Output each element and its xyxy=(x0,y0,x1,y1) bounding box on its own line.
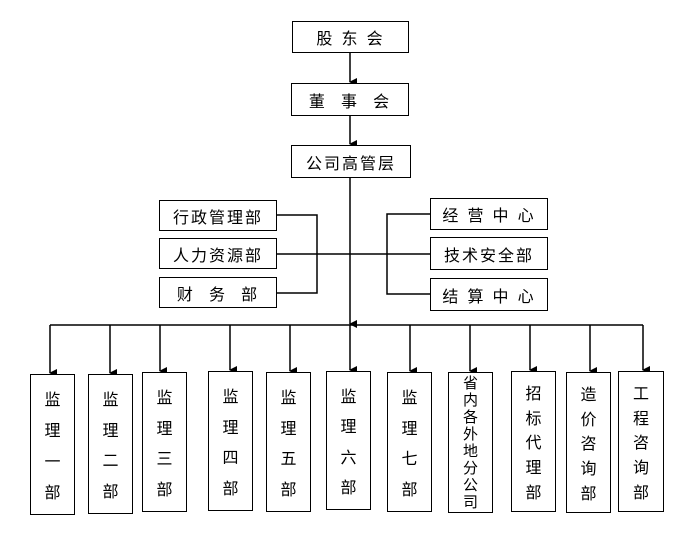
label-char: 理 xyxy=(525,458,542,478)
label-char: 部 xyxy=(44,482,61,502)
box-settlement-center: 结 算 中 心 xyxy=(430,278,548,311)
label-char: 六 xyxy=(340,447,357,467)
label-management: 公司高管层 xyxy=(305,153,396,173)
label-char: 咨 xyxy=(632,433,649,453)
label-char: 部 xyxy=(156,479,173,499)
label-char: 各 xyxy=(462,407,478,426)
label-shareholders: 股 东 会 xyxy=(316,29,385,48)
label-char: 理 xyxy=(156,418,173,438)
label-char: 理 xyxy=(102,420,119,440)
box-tech-safety: 技术安全部 xyxy=(430,237,548,270)
label-char: 理 xyxy=(280,418,297,438)
label-char: 监 xyxy=(222,387,239,407)
label-char: 司 xyxy=(462,492,478,511)
label-char: 询 xyxy=(632,458,649,478)
label-tech-safety: 技术安全部 xyxy=(443,245,534,265)
label-char: 内 xyxy=(462,390,478,409)
label-char: 分 xyxy=(462,458,478,477)
box-cost-consulting: 造价咨询部 xyxy=(566,372,611,513)
label-char: 理 xyxy=(222,417,239,437)
label-char: 省 xyxy=(462,373,478,392)
label-char: 七 xyxy=(401,449,418,469)
label-char: 部 xyxy=(222,478,239,498)
label-char: 部 xyxy=(580,483,597,503)
box-bidding-agency: 招标代理部 xyxy=(511,371,556,512)
label-char: 部 xyxy=(280,479,297,499)
label-settlement-center: 结 算 中 心 xyxy=(442,286,536,306)
label-char: 造 xyxy=(580,385,597,405)
label-char: 公 xyxy=(462,475,478,494)
box-supervision-5: 监理五部 xyxy=(266,372,311,512)
label-char: 监 xyxy=(280,388,297,408)
label-char: 监 xyxy=(44,390,61,410)
label-char: 外 xyxy=(462,424,478,443)
label-char: 监 xyxy=(401,388,418,408)
label-char: 理 xyxy=(340,417,357,437)
label-char: 监 xyxy=(340,387,357,407)
label-char: 地 xyxy=(462,441,478,460)
label-char: 四 xyxy=(222,448,239,468)
box-admin: 行政管理部 xyxy=(159,200,277,231)
box-supervision-1: 监理一部 xyxy=(30,374,75,515)
box-supervision-3: 监理三部 xyxy=(142,372,187,512)
label-hr: 人力资源部 xyxy=(172,245,263,265)
box-supervision-4: 监理四部 xyxy=(208,371,253,511)
label-char: 招 xyxy=(525,384,542,404)
label-char: 价 xyxy=(580,409,597,429)
label-char: 代 xyxy=(525,433,542,453)
label-char: 咨 xyxy=(580,434,597,454)
box-supervision-2: 监理二部 xyxy=(88,374,133,514)
label-char: 监 xyxy=(156,388,173,408)
box-shareholders: 股 东 会 xyxy=(292,21,409,53)
label-finance: 财 务 部 xyxy=(176,284,260,304)
label-char: 理 xyxy=(44,421,61,441)
label-char: 程 xyxy=(632,408,649,428)
label-char: 询 xyxy=(580,459,597,479)
label-char: 三 xyxy=(156,449,173,469)
box-provincial-branches: 省内各外地分公司 xyxy=(448,372,493,513)
box-management: 公司高管层 xyxy=(291,145,411,178)
label-char: 部 xyxy=(401,479,418,499)
label-business-center: 经 营 中 心 xyxy=(442,206,536,225)
label-admin: 行政管理部 xyxy=(172,207,263,227)
box-supervision-6: 监理六部 xyxy=(326,371,371,510)
label-char: 一 xyxy=(44,451,61,471)
label-char: 五 xyxy=(280,449,297,469)
box-board: 董 事 会 xyxy=(291,83,409,116)
label-char: 二 xyxy=(102,451,119,471)
label-char: 部 xyxy=(340,477,357,497)
box-hr: 人力资源部 xyxy=(159,238,277,269)
label-char: 部 xyxy=(632,482,649,502)
box-business-center: 经 营 中 心 xyxy=(430,198,548,230)
label-char: 理 xyxy=(401,418,418,438)
box-engineering-consulting: 工程咨询部 xyxy=(618,371,664,512)
label-char: 监 xyxy=(102,390,119,410)
box-finance: 财 务 部 xyxy=(159,277,277,308)
label-char: 部 xyxy=(102,481,119,501)
box-supervision-7: 监理七部 xyxy=(387,372,432,512)
label-char: 部 xyxy=(525,482,542,502)
label-board: 董 事 会 xyxy=(308,91,392,111)
label-char: 工 xyxy=(632,384,649,404)
label-char: 标 xyxy=(525,408,542,428)
